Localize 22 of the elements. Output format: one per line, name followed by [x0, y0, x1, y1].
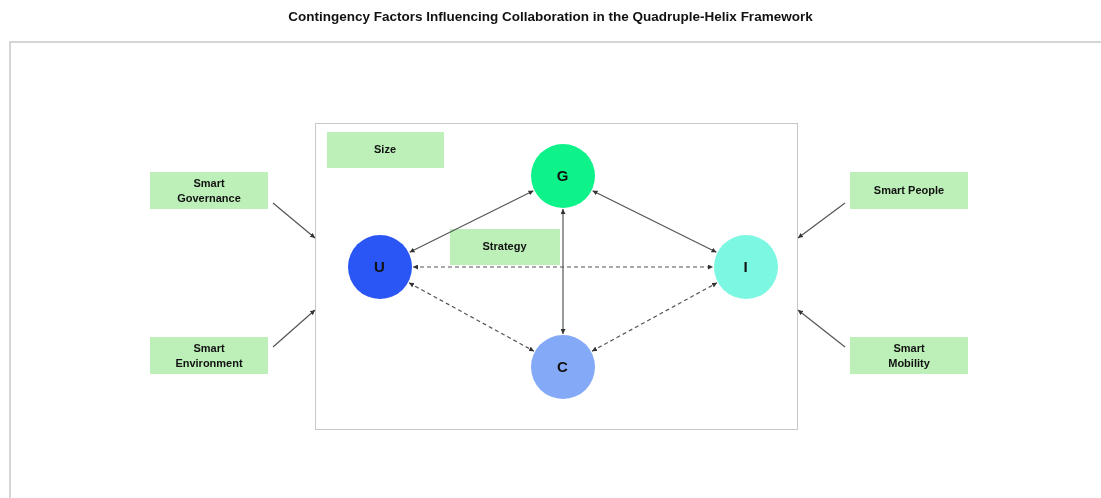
- arrow: [408, 190, 535, 253]
- factor-box: Smart People: [850, 172, 968, 209]
- dashed-arrow: [591, 282, 718, 352]
- factor-box: Strategy: [449, 228, 560, 265]
- arrow: [591, 190, 718, 253]
- dashed-arrow: [412, 264, 714, 270]
- factor-box: Smart Governance: [150, 172, 268, 209]
- actor-circle: G: [530, 143, 595, 208]
- actor-circle: I: [713, 234, 778, 299]
- factor-box: Size: [326, 131, 444, 168]
- arrow: [797, 309, 846, 348]
- arrow: [560, 208, 566, 335]
- arrow: [272, 309, 316, 348]
- dashed-arrow: [408, 282, 535, 352]
- factor-box: Smart Environment: [150, 337, 268, 374]
- arrow: [797, 202, 846, 239]
- arrow: [272, 202, 316, 239]
- factor-box: Smart Mobility: [850, 337, 968, 374]
- diagram-title: Contingency Factors Influencing Collaboration in the Quadruple-Helix Framework: [287, 9, 814, 24]
- actor-circle: C: [530, 334, 595, 399]
- frame-box: [315, 123, 798, 430]
- actor-circle: U: [347, 234, 412, 299]
